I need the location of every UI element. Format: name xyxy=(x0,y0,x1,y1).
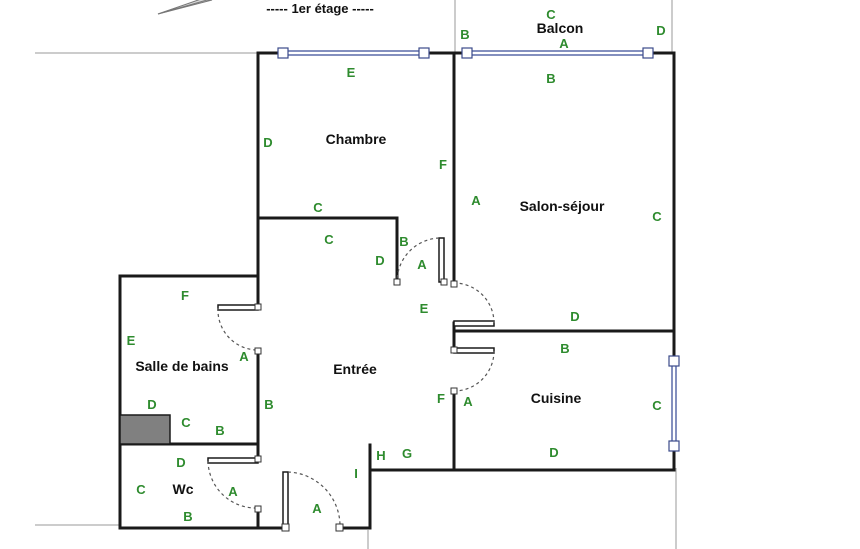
door-hinge-icon xyxy=(254,455,262,463)
wall-letter: D xyxy=(147,397,156,412)
door-hinge-icon xyxy=(393,278,401,286)
bathtub-fixture xyxy=(119,414,171,445)
door-salon-leaf xyxy=(453,320,495,327)
window-node-icon xyxy=(668,440,680,452)
wall-letter: F xyxy=(439,157,447,172)
room-cuisine: Cuisine xyxy=(531,390,582,406)
wall-letter: C xyxy=(136,482,146,497)
wall-letter: F xyxy=(437,391,445,406)
door-hinge-icon xyxy=(335,523,344,532)
wall-letter: A xyxy=(239,349,249,364)
window-node-icon xyxy=(461,47,473,59)
room-wc: Wc xyxy=(173,481,194,497)
door-hinge-icon xyxy=(440,278,448,286)
wall-letter: C xyxy=(652,398,662,413)
door-hinge-icon xyxy=(254,303,262,311)
room-balcon: Balcon xyxy=(537,20,584,36)
room-chambre: Chambre xyxy=(326,131,387,147)
door-hinge-icon xyxy=(450,346,458,354)
wall-letter: I xyxy=(354,466,358,481)
wall-letter: A xyxy=(417,257,427,272)
door-hinge-icon xyxy=(281,523,290,532)
wall-letter: C xyxy=(324,232,334,247)
wall-letter: D xyxy=(549,445,558,460)
wall-letter: B xyxy=(183,509,192,524)
wall-letter: E xyxy=(420,301,429,316)
wall-letter: H xyxy=(376,448,385,463)
door-wc-leaf xyxy=(207,457,259,464)
door-hinge-icon xyxy=(450,280,458,288)
room-salon: Salon-séjour xyxy=(520,198,605,214)
door-wc-arc xyxy=(207,460,259,509)
room-salle-de-bains: Salle de bains xyxy=(135,358,229,374)
wall-letter: F xyxy=(181,288,189,303)
north-arrow-body-icon xyxy=(157,0,209,15)
wall-letter: C xyxy=(313,200,323,215)
door-cuisine-leaf xyxy=(453,347,495,354)
door-hinge-icon xyxy=(254,347,262,355)
door-entree-leaf xyxy=(282,471,289,529)
wall-letter: D xyxy=(263,135,272,150)
wall-letter: B xyxy=(399,234,408,249)
wall-letter: A xyxy=(559,36,569,51)
wall-letter: E xyxy=(347,65,356,80)
wall-letter: B xyxy=(546,71,555,86)
wall-letter: C xyxy=(652,209,662,224)
wall-letter: D xyxy=(375,253,384,268)
door-cuisine-arc xyxy=(453,350,495,392)
door-salon-arc xyxy=(453,282,495,324)
wall-letter: G xyxy=(402,446,412,461)
door-chambre-leaf xyxy=(438,237,445,283)
wall-letter: A xyxy=(463,394,473,409)
wall-letter: C xyxy=(181,415,191,430)
wall-letter: B xyxy=(264,397,273,412)
window-node-icon xyxy=(418,47,430,59)
wall-letter: A xyxy=(228,484,238,499)
window-node-icon xyxy=(668,355,680,367)
floor-title: ----- 1er étage ----- xyxy=(266,1,374,16)
door-chambre-arc xyxy=(396,237,440,283)
wall-letter: C xyxy=(546,7,556,22)
room-entree: Entrée xyxy=(333,361,377,377)
window-node-icon xyxy=(277,47,289,59)
door-hinge-icon xyxy=(254,505,262,513)
door-hinge-icon xyxy=(450,387,458,395)
wall-letter: A xyxy=(471,193,481,208)
wall-letter: E xyxy=(127,333,136,348)
wall-letter: B xyxy=(460,27,469,42)
door-entree-arc xyxy=(287,471,341,527)
door-sdb-arc xyxy=(217,307,259,351)
wall-letter: B xyxy=(215,423,224,438)
door-sdb-leaf xyxy=(217,304,259,311)
wall-letter: D xyxy=(656,23,665,38)
wall-letter: D xyxy=(176,455,185,470)
wall-letter: B xyxy=(560,341,569,356)
window-node-icon xyxy=(642,47,654,59)
wall-letter: D xyxy=(570,309,579,324)
wall-letter: A xyxy=(312,501,322,516)
